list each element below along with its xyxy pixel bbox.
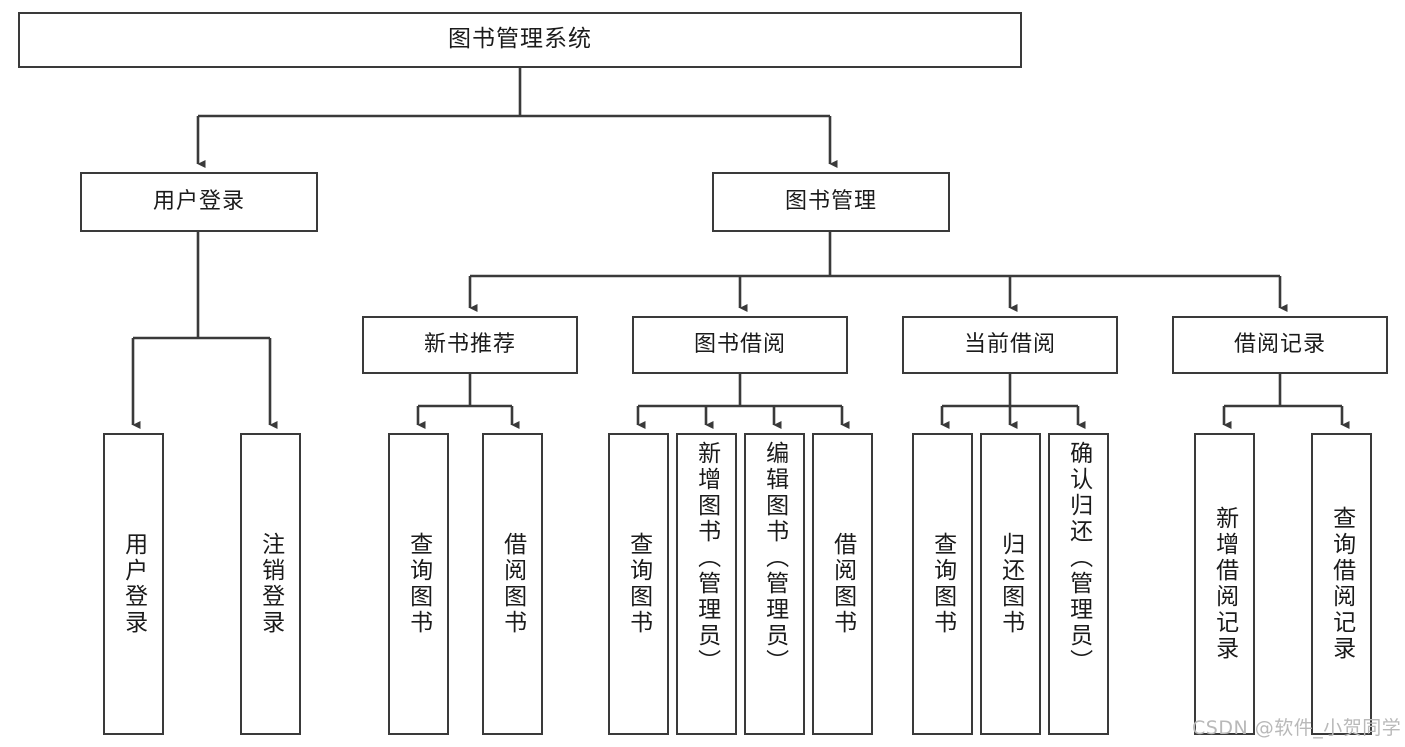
leaf-new-book-query[interactable]: 查询图书 [388, 433, 449, 735]
leaf-borrow-record-add[interactable]: 新增借阅记录 [1194, 433, 1255, 735]
leaf-book-borrow-add[interactable]: 新增图书（管理员） [676, 433, 737, 735]
leaf-user-login-login[interactable]: 用户登录 [103, 433, 164, 735]
node-borrow-record[interactable]: 借阅记录 [1172, 316, 1388, 374]
node-new-book-recommend[interactable]: 新书推荐 [362, 316, 578, 374]
leaf-book-borrow-borrow[interactable]: 借阅图书 [812, 433, 873, 735]
node-root-system[interactable]: 图书管理系统 [18, 12, 1022, 68]
node-book-borrow[interactable]: 图书借阅 [632, 316, 848, 374]
node-book-management[interactable]: 图书管理 [712, 172, 950, 232]
leaf-borrow-record-query[interactable]: 查询借阅记录 [1311, 433, 1372, 735]
leaf-user-login-logout[interactable]: 注销登录 [240, 433, 301, 735]
node-user-login[interactable]: 用户登录 [80, 172, 318, 232]
leaf-book-borrow-query[interactable]: 查询图书 [608, 433, 669, 735]
leaf-book-borrow-edit[interactable]: 编辑图书（管理员） [744, 433, 805, 735]
leaf-current-borrow-query[interactable]: 查询图书 [912, 433, 973, 735]
leaf-current-borrow-return[interactable]: 归还图书 [980, 433, 1041, 735]
node-current-borrow[interactable]: 当前借阅 [902, 316, 1118, 374]
csdn-watermark: CSDN @软件_小贺同学 [1192, 717, 1402, 739]
leaf-current-borrow-confirm-return[interactable]: 确认归还（管理员） [1048, 433, 1109, 735]
leaf-new-book-borrow[interactable]: 借阅图书 [482, 433, 543, 735]
